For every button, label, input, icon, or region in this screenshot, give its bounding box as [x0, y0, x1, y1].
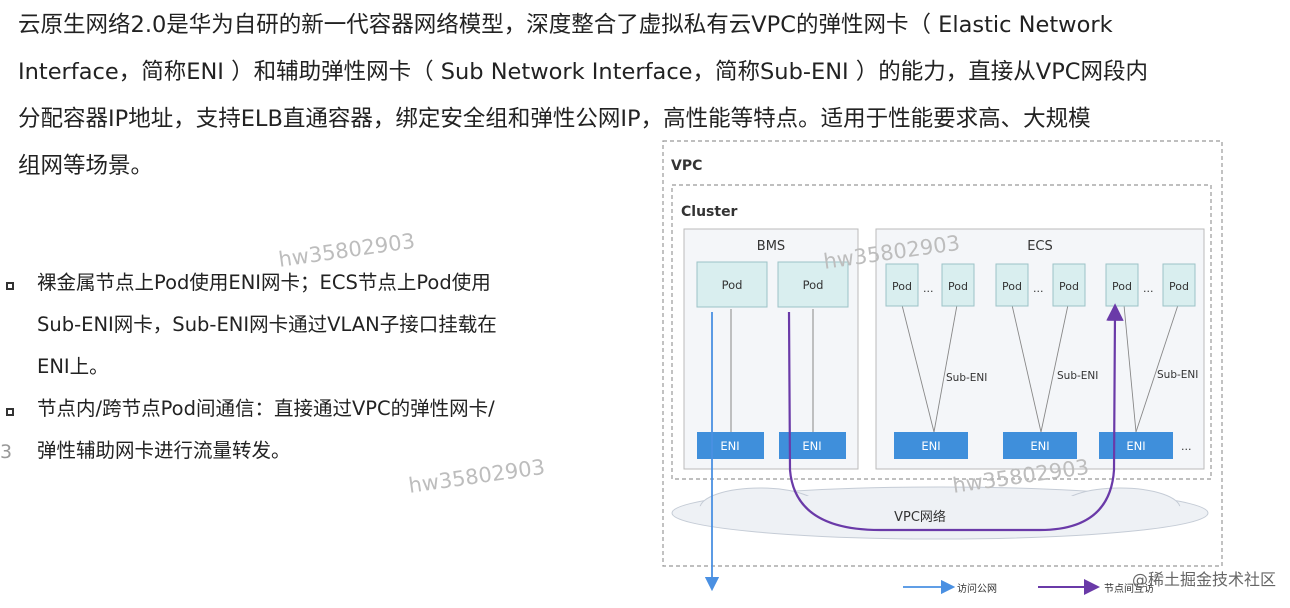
svg-text:Pod: Pod	[803, 278, 824, 292]
cluster-label: Cluster	[681, 204, 738, 220]
legend-node-label: 节点间互访	[1104, 582, 1154, 595]
pod-box: Pod	[885, 263, 919, 307]
pod-box: Pod	[696, 261, 768, 308]
sub-eni-label: Sub-ENI	[1157, 369, 1198, 381]
paragraph-line: Interface，简称ENI ）和辅助弹性网卡（ Sub Network In…	[18, 59, 1148, 85]
ellipsis: ...	[1143, 282, 1154, 295]
ellipsis: ...	[1181, 440, 1192, 453]
legend: 访问公网 节点间互访	[903, 579, 1154, 595]
bullet-1-line-3: ENI上。	[37, 355, 109, 378]
svg-text:Pod: Pod	[1112, 280, 1132, 293]
pod-box: Pod	[1105, 263, 1139, 307]
svg-text:ENI: ENI	[720, 439, 739, 453]
eni-box: ENI	[697, 432, 764, 459]
node-access-arrow	[787, 303, 1124, 532]
svg-text:Pod: Pod	[1059, 280, 1079, 293]
eni-box: ENI	[1099, 432, 1173, 459]
cloud-label: VPC网络	[894, 509, 946, 525]
svg-text:ENI: ENI	[1126, 439, 1145, 453]
paragraph-line: 分配容器IP地址，支持ELB直通容器，绑定安全组和弹性公网IP，高性能等特点。适…	[18, 106, 1091, 132]
svg-text:ENI: ENI	[921, 439, 940, 453]
cluster-box	[671, 184, 1212, 480]
sub-eni-label: Sub-ENI	[1057, 370, 1098, 382]
legend-public-label: 访问公网	[957, 582, 997, 595]
vpc-network-cloud: VPC网络	[671, 486, 1209, 540]
svg-text:ENI: ENI	[1030, 439, 1049, 453]
svg-text:Pod: Pod	[1002, 280, 1022, 293]
svg-text:Pod: Pod	[892, 280, 912, 293]
stray-character: 3	[0, 441, 13, 463]
ellipsis: ...	[1033, 282, 1044, 295]
svg-text:Pod: Pod	[722, 278, 743, 292]
bms-label: BMS	[757, 239, 785, 254]
eni-box: ENI	[894, 432, 968, 459]
pod-box: Pod	[1052, 263, 1086, 307]
pod-box: Pod	[1162, 263, 1196, 307]
vpc-label: VPC	[671, 158, 702, 174]
bullet-2-line-2: 弹性辅助网卡进行流量转发。	[37, 439, 291, 462]
svg-text:Pod: Pod	[1169, 280, 1189, 293]
bullet-2-line-1: 节点内/跨节点Pod间通信：直接通过VPC的弹性网卡/	[37, 397, 495, 420]
eni-box: ENI	[1003, 432, 1077, 459]
svg-text:Pod: Pod	[948, 280, 968, 293]
vpc-box	[662, 140, 1223, 567]
ecs-label: ECS	[1027, 239, 1053, 254]
ellipsis: ...	[923, 282, 934, 295]
pod-box: Pod	[941, 263, 975, 307]
sub-eni-label: Sub-ENI	[946, 372, 987, 384]
paragraph-line: 组网等场景。	[18, 153, 154, 179]
paragraph-line: 云原生网络2.0是华为自研的新一代容器网络模型，深度整合了虚拟私有云VPC的弹性…	[18, 12, 1113, 38]
bullet-1-line-2: Sub-ENI网卡，Sub-ENI网卡通过VLAN子接口挂载在	[37, 313, 497, 336]
svg-text:ENI: ENI	[802, 439, 821, 453]
bullet-square-icon	[6, 408, 14, 416]
bullet-square-icon	[6, 282, 14, 290]
bullet-1-line-1: 裸金属节点上Pod使用ENI网卡；ECS节点上Pod使用	[37, 271, 491, 294]
source-credit: @稀土掘金技术社区	[1131, 570, 1276, 589]
intro-paragraph: 云原生网络2.0是华为自研的新一代容器网络模型，深度整合了虚拟私有云VPC的弹性…	[18, 2, 1280, 190]
pod-box: Pod	[995, 263, 1029, 307]
pod-box: Pod	[777, 261, 849, 308]
